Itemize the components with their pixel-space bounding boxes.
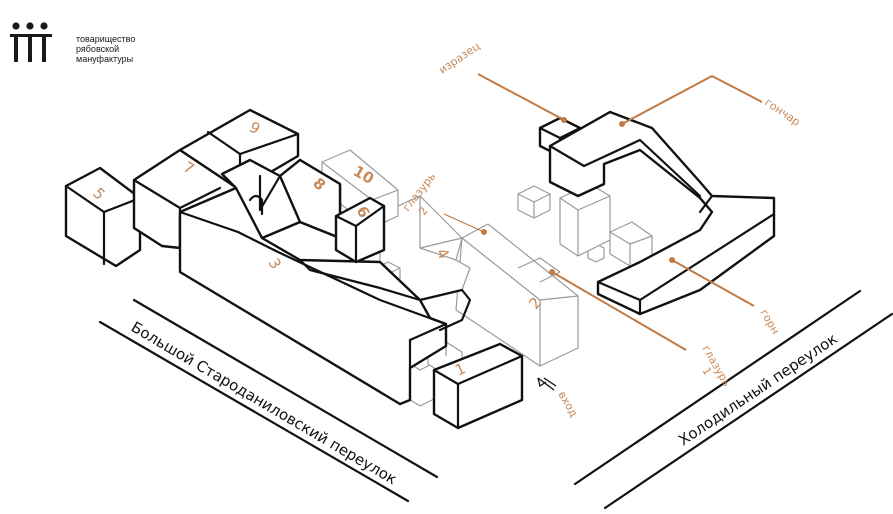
street-label-kholodilny: Холодильный переулок <box>675 330 840 450</box>
logo-mark-icon <box>10 22 52 62</box>
logo-line-1: товарищество <box>76 34 135 44</box>
label-gonchar: гончар <box>762 96 802 129</box>
logo: товарищество рябовской мануфактуры <box>10 22 135 64</box>
logo-line-2: рябовской <box>76 44 119 54</box>
label-gorn: горн <box>757 307 782 337</box>
label-glazur-1-number: 1 <box>699 365 714 378</box>
label-glazur-1-word: глазурь <box>699 343 733 389</box>
label-izrazets: изразец <box>436 40 482 77</box>
building-2 <box>455 223 579 367</box>
entrance-arrow-icon <box>537 377 557 391</box>
building-8 <box>278 158 342 240</box>
street-right: Холодильный переулок <box>573 289 893 510</box>
logo-line-3: мануфактуры <box>76 54 133 64</box>
label-vhod: вход <box>555 389 580 420</box>
buildings-dark <box>64 108 776 430</box>
